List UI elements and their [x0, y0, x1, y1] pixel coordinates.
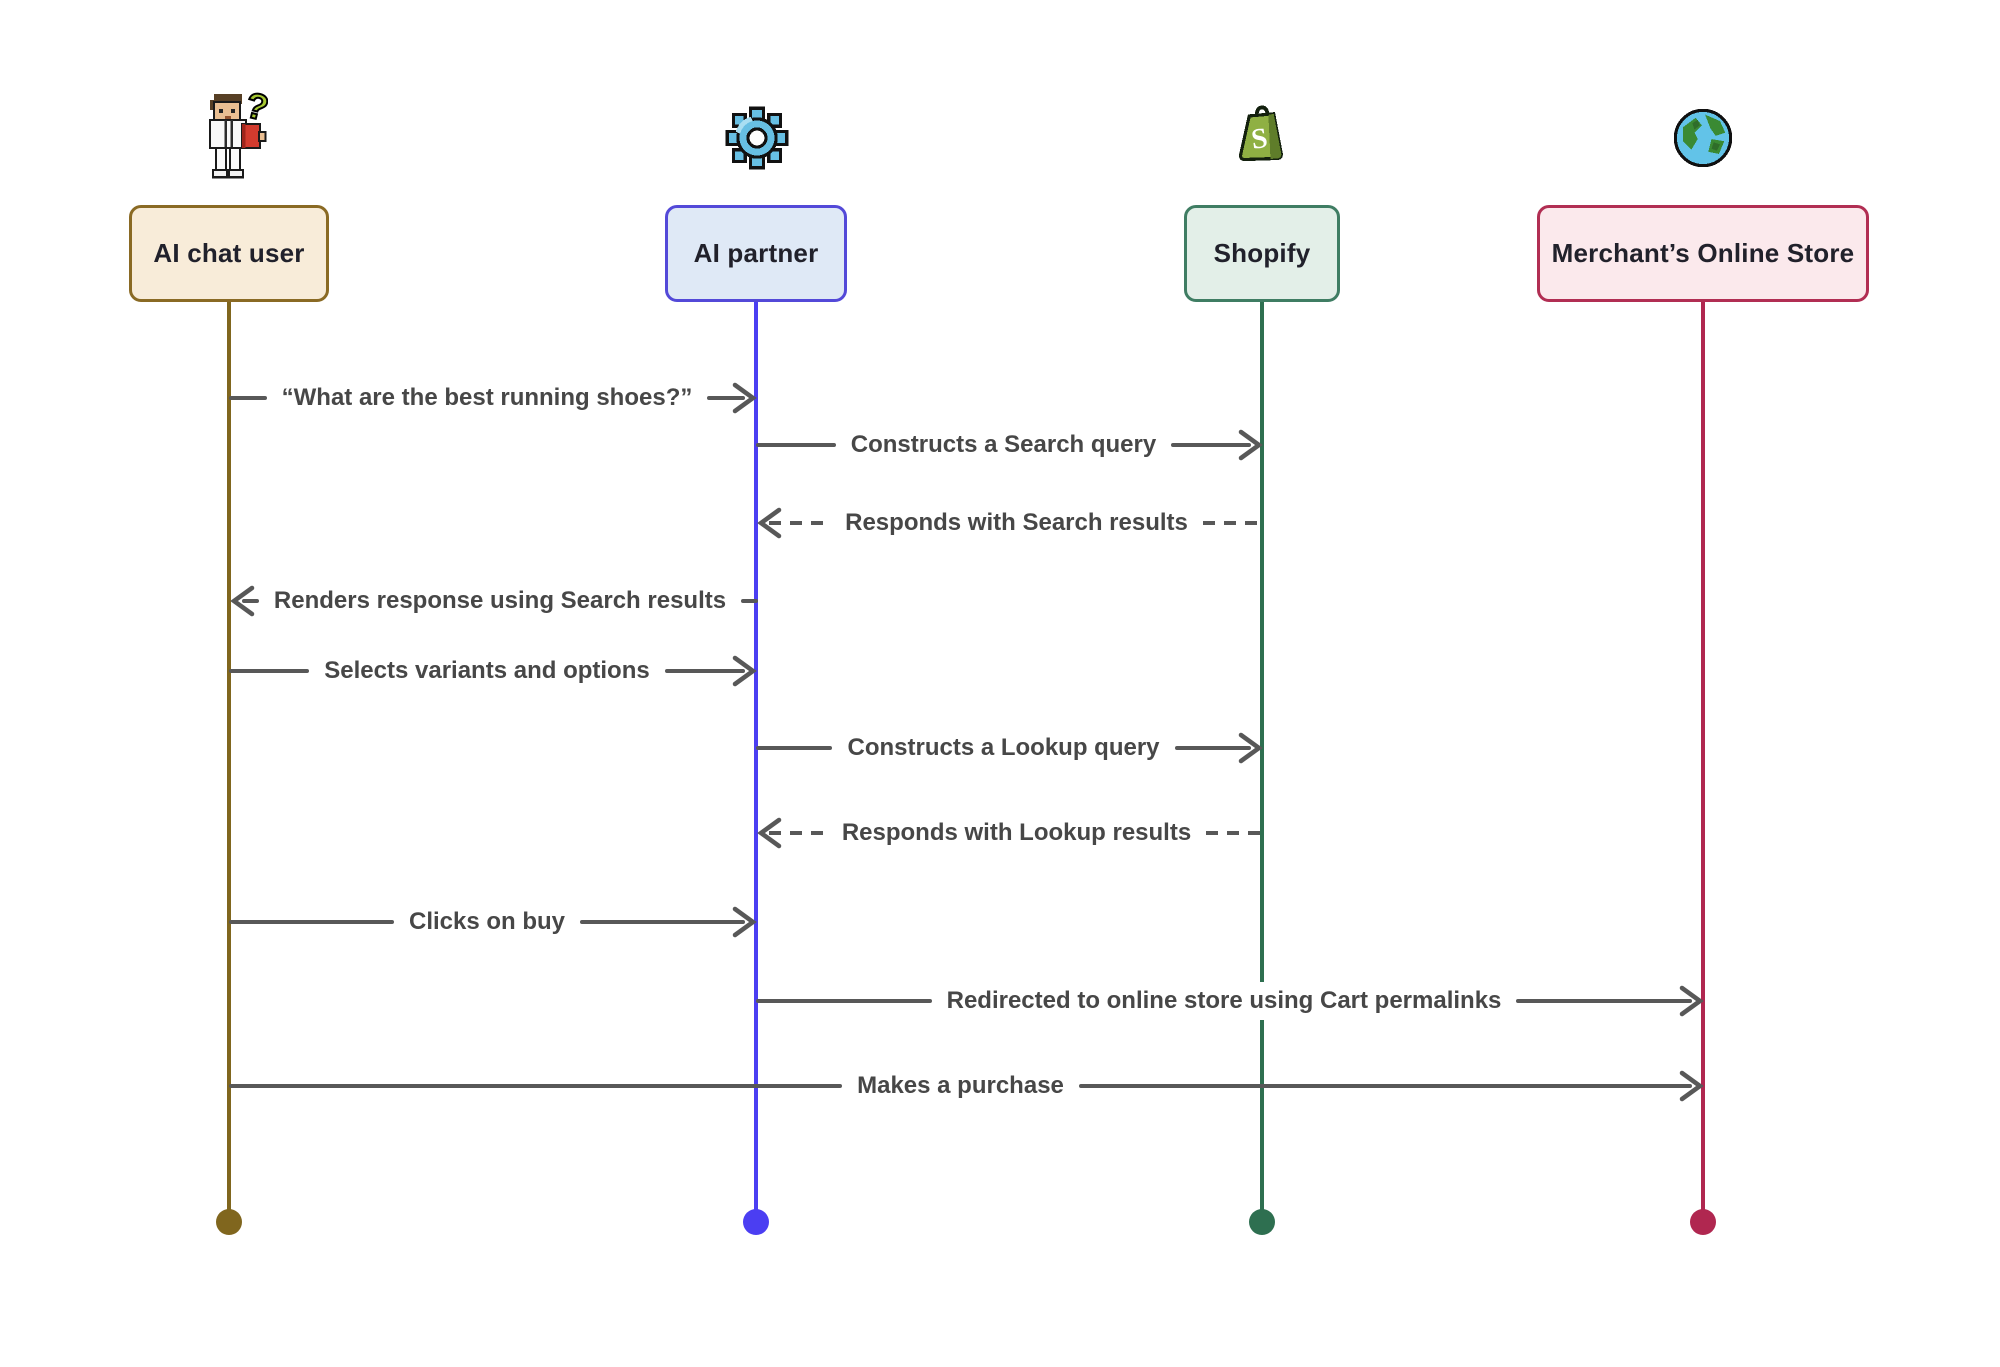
message-line [1516, 999, 1693, 1003]
gear-icon [723, 104, 791, 177]
arrowhead-left-icon [230, 585, 255, 617]
arrowhead-left-icon [757, 507, 782, 539]
arrowhead-right-icon [732, 382, 757, 414]
arrowhead-right-icon [1679, 985, 1704, 1017]
message-line [1206, 831, 1265, 835]
arrowhead-right-icon [1238, 429, 1263, 461]
lifeline-end-dot [1249, 1209, 1275, 1235]
message-label: Responds with Lookup results [826, 814, 1207, 852]
arrowhead-right-icon [1238, 732, 1263, 764]
participant-box: Shopify [1184, 205, 1340, 302]
person-question-icon: ? [200, 83, 274, 185]
arrowhead-right-icon [1679, 1070, 1704, 1102]
message-arrow: Renders response using Search results [229, 582, 759, 620]
participant-label: Merchant’s Online Store [1551, 238, 1855, 268]
message-label: Selects variants and options [309, 652, 665, 690]
message-arrow: Makes a purchase [229, 1067, 1705, 1105]
message-label: Responds with Search results [830, 504, 1203, 542]
message-arrow: Selects variants and options [229, 652, 758, 690]
participant-label: AI chat user [153, 238, 305, 268]
lifeline [1701, 300, 1705, 1222]
message-line [756, 999, 932, 1003]
message-label: Constructs a Search query [835, 426, 1172, 464]
lifeline [227, 300, 231, 1222]
participant-label: Shopify [1213, 238, 1311, 268]
message-arrow: “What are the best running shoes?” [229, 379, 758, 417]
message-line [756, 746, 833, 750]
message-line [1171, 443, 1251, 447]
message-label: Makes a purchase [842, 1067, 1079, 1105]
arrowhead-right-icon [732, 655, 757, 687]
message-label: Renders response using Search results [258, 582, 742, 620]
lifeline-end-dot [743, 1209, 769, 1235]
message-line [664, 669, 745, 673]
lifeline-end-dot [1690, 1209, 1716, 1235]
message-arrow: Responds with Search results [756, 504, 1265, 542]
arrowhead-left-icon [757, 817, 782, 849]
shopping-bag-icon: S [1228, 100, 1296, 173]
arrowhead-right-icon [732, 906, 757, 938]
lifeline [754, 300, 758, 1222]
message-label: Redirected to online store using Cart pe… [931, 982, 1517, 1020]
message-line [229, 1084, 843, 1088]
message-line [756, 443, 836, 447]
message-arrow: Redirected to online store using Cart pe… [756, 982, 1705, 1020]
participant-label: AI partner [693, 238, 819, 268]
participant-box: Merchant’s Online Store [1537, 205, 1869, 302]
message-arrow: Constructs a Lookup query [756, 729, 1264, 767]
message-label: Clicks on buy [393, 903, 581, 941]
message-arrow: Responds with Lookup results [756, 814, 1265, 852]
message-line [1202, 521, 1265, 525]
message-line [741, 599, 759, 603]
message-label: “What are the best running shoes?” [266, 379, 708, 417]
message-line [769, 831, 827, 835]
message-line [769, 521, 831, 525]
lifeline [1260, 300, 1264, 1222]
message-line [229, 920, 394, 924]
lifeline-end-dot [216, 1209, 242, 1235]
participant-box: AI partner [665, 205, 847, 302]
message-line [1078, 1084, 1692, 1088]
svg-text:S: S [1249, 122, 1269, 156]
message-label: Constructs a Lookup query [832, 729, 1175, 767]
message-line [229, 669, 310, 673]
globe-icon [1669, 104, 1737, 177]
message-arrow: Constructs a Search query [756, 426, 1264, 464]
message-arrow: Clicks on buy [229, 903, 758, 941]
message-line [707, 396, 745, 400]
participant-box: AI chat user [129, 205, 329, 302]
message-line [229, 396, 267, 400]
message-line [242, 599, 259, 603]
message-line [1174, 746, 1252, 750]
message-line [580, 920, 746, 924]
